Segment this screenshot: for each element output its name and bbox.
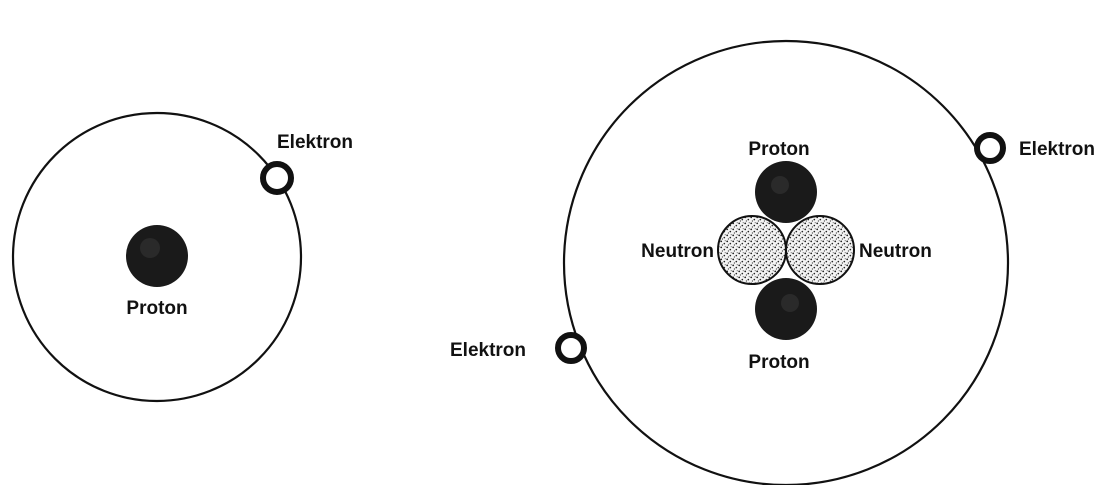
helium-neutron-left-label: Neutron bbox=[641, 241, 714, 262]
hydrogen-atom: Proton Elektron bbox=[13, 113, 353, 401]
helium-proton-bottom-label: Proton bbox=[748, 352, 809, 373]
helium-electron-right-label: Elektron bbox=[1019, 139, 1095, 160]
helium-neutron-left bbox=[718, 216, 786, 284]
hydrogen-electron bbox=[263, 164, 291, 192]
helium-atom: Proton Proton Neutron Neutron Elektron E… bbox=[450, 41, 1095, 485]
helium-orbit bbox=[564, 41, 1008, 485]
hydrogen-electron-label: Elektron bbox=[277, 132, 353, 153]
helium-neutron-right-label: Neutron bbox=[859, 241, 932, 262]
proton-texture bbox=[140, 238, 160, 258]
helium-proton-top bbox=[755, 161, 817, 223]
hydrogen-proton-label: Proton bbox=[126, 298, 187, 319]
proton-texture bbox=[781, 294, 799, 312]
proton-texture bbox=[771, 176, 789, 194]
helium-electron-right bbox=[977, 135, 1003, 161]
helium-electron-left-label: Elektron bbox=[450, 340, 526, 361]
helium-proton-top-label: Proton bbox=[748, 139, 809, 160]
helium-neutron-right bbox=[786, 216, 854, 284]
helium-electron-left bbox=[558, 335, 584, 361]
hydrogen-proton bbox=[126, 225, 188, 287]
